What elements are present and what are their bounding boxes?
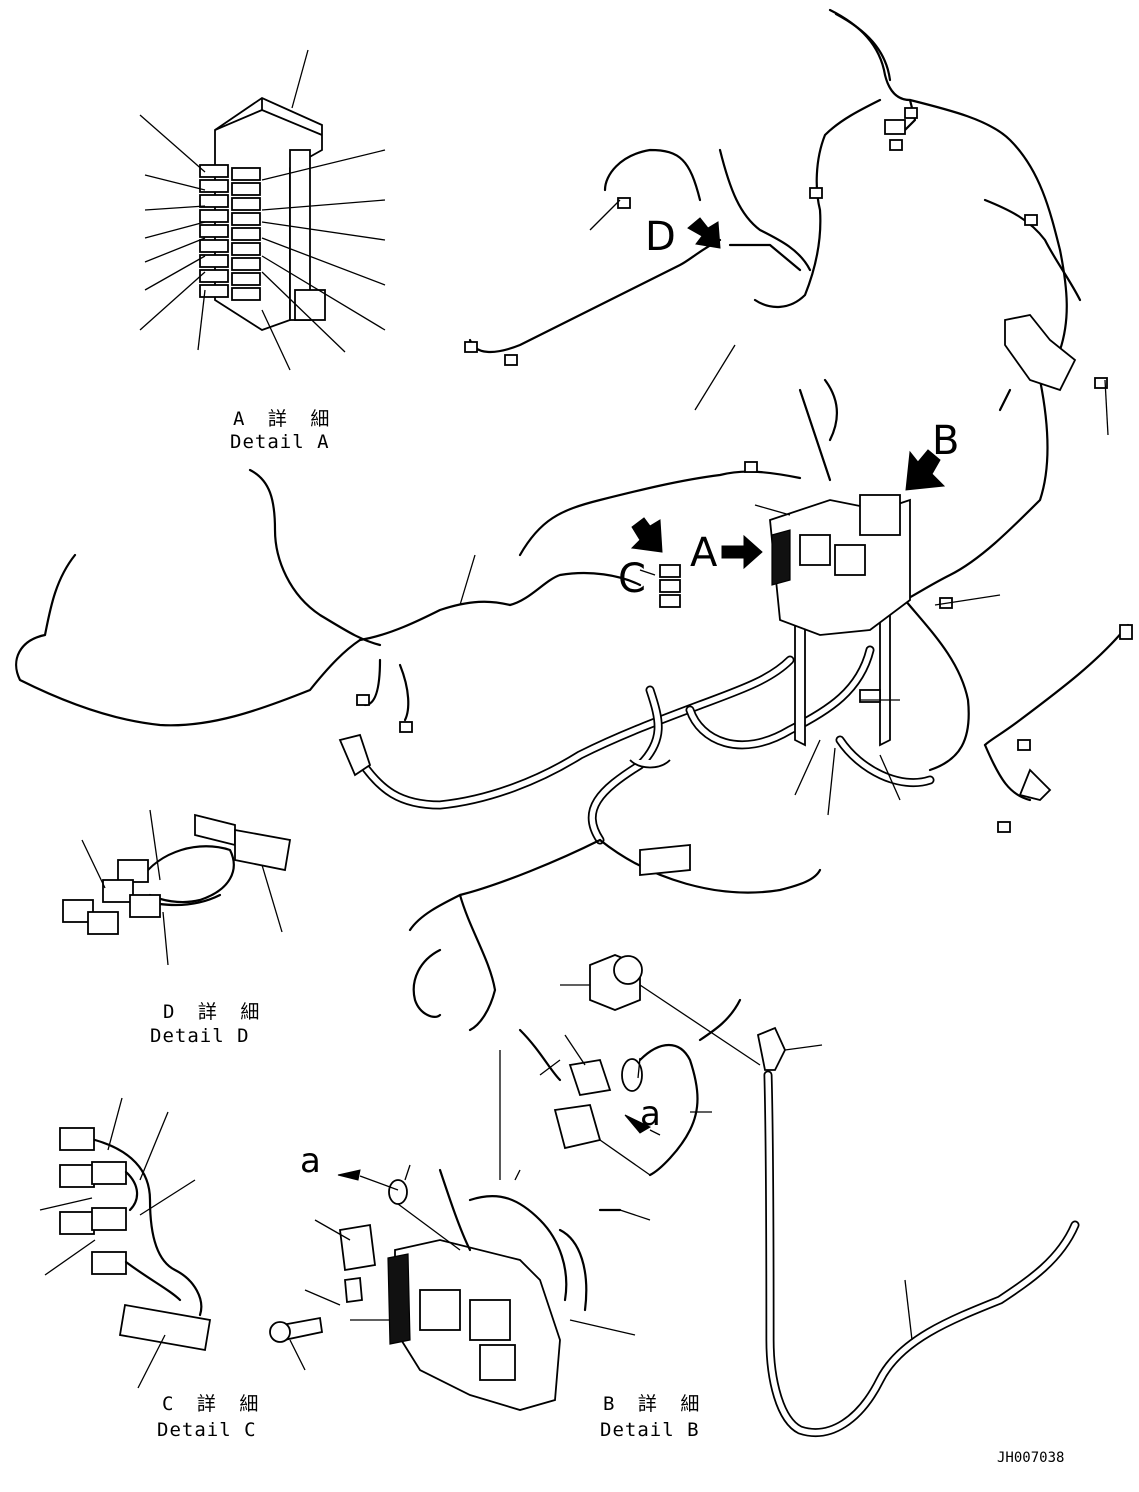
callout-b: B (932, 418, 959, 464)
center-right-parts: a (518, 954, 1080, 1438)
callout-a-lower: a (300, 1141, 321, 1181)
detail-b: a B 詳 細 Detail B (269, 1050, 705, 1441)
callout-c: C (618, 556, 646, 602)
detail-c-caption-en: Detail C (157, 1419, 257, 1441)
detail-c: C 詳 細 Detail C (39, 1097, 264, 1441)
callout-c-arrow (630, 517, 663, 553)
detail-d: D 詳 細 Detail D (62, 809, 292, 1047)
callout-d: D (645, 214, 676, 260)
callout-b-arrow (905, 449, 946, 491)
detail-a-fuse-box: A 詳 細 Detail A (139, 49, 386, 453)
detail-c-caption-jp: C 詳 細 (162, 1393, 264, 1415)
detail-a-caption-en: Detail A (230, 431, 330, 453)
detail-b-caption-jp: B 詳 細 (603, 1393, 705, 1415)
detail-b-caption-en: Detail B (600, 1419, 700, 1441)
main-harness: D B A C (15, 8, 1133, 1032)
callout-a-upper: a (640, 1094, 661, 1134)
callout-a-arrow (721, 534, 763, 570)
detail-d-caption-en: Detail D (150, 1025, 250, 1047)
detail-a-caption-jp: A 詳 細 (233, 408, 335, 430)
callout-a: A (690, 530, 718, 576)
callout-d-arrow (687, 217, 721, 249)
drawing-number: JH007038 (997, 1450, 1064, 1466)
detail-d-caption-jp: D 詳 細 (163, 1001, 265, 1023)
